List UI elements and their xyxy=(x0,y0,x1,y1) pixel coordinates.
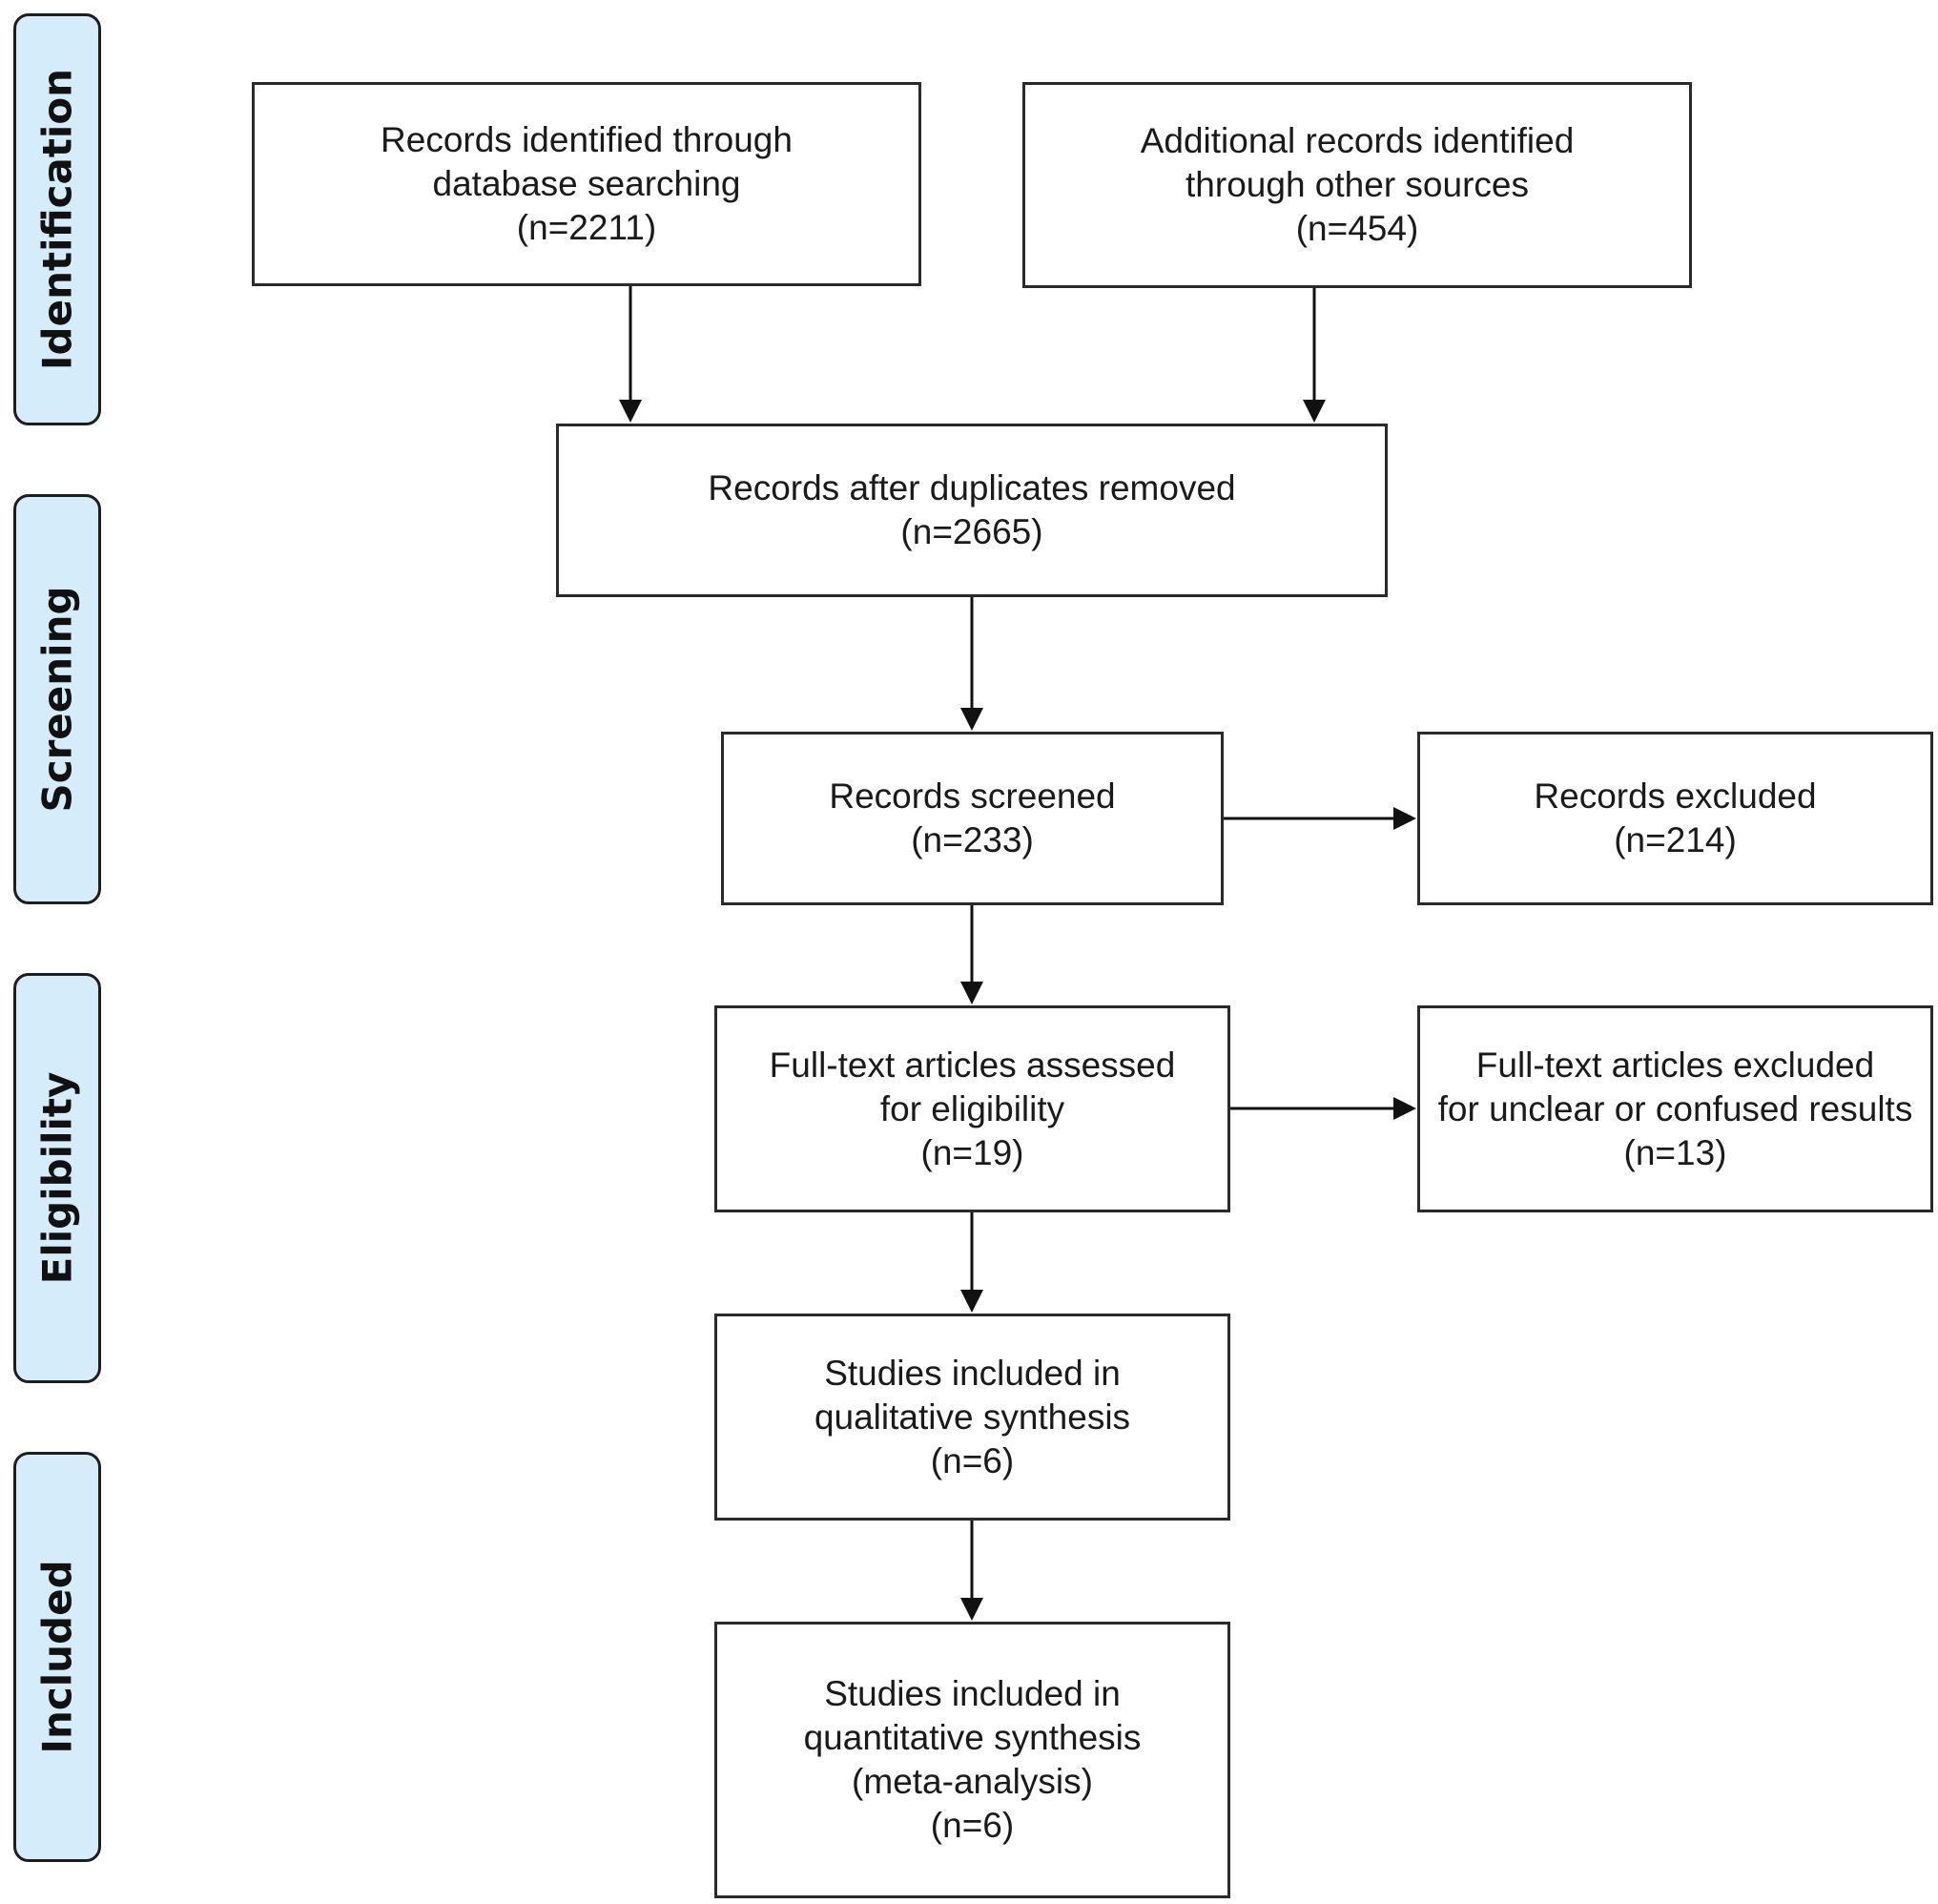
database-records-line1: Records identified through xyxy=(381,120,793,159)
full-text-assessed-line1: Full-text articles assessed xyxy=(769,1045,1176,1085)
stage-tab-identification: Identification xyxy=(13,13,101,425)
database-records-line2: database searching xyxy=(432,164,741,203)
records-excluded-line1: Records excluded xyxy=(1534,776,1817,816)
full-text-assessed-box: Full-text articles assessed for eligibil… xyxy=(714,1005,1230,1212)
records-screened-box: Records screened (n=233) xyxy=(721,732,1224,905)
stage-label-eligibility: Eligibility xyxy=(33,1071,81,1285)
other-sources-count: (n=454) xyxy=(1295,209,1419,248)
records-excluded-box: Records excluded (n=214) xyxy=(1417,732,1933,905)
full-text-excluded-line2: for unclear or confused results xyxy=(1437,1088,1913,1128)
full-text-excluded-box: Full-text articles excluded for unclear … xyxy=(1417,1005,1933,1212)
quantitative-synthesis-count: (n=6) xyxy=(930,1806,1015,1845)
after-duplicates-box: Records after duplicates removed (n=2665… xyxy=(556,424,1388,597)
stage-label-identification: Identification xyxy=(33,68,81,371)
records-screened-count: (n=233) xyxy=(911,820,1034,859)
other-sources-box: Additional records identified through ot… xyxy=(1022,82,1692,288)
quantitative-synthesis-line1: Studies included in xyxy=(824,1674,1121,1713)
stage-label-included: Included xyxy=(33,1560,81,1754)
database-records-count: (n=2211) xyxy=(516,208,657,247)
full-text-assessed-count: (n=19) xyxy=(920,1132,1024,1172)
qualitative-synthesis-line1: Studies included in xyxy=(824,1353,1121,1393)
other-sources-line1: Additional records identified xyxy=(1140,121,1575,160)
quantitative-synthesis-box: Studies included in quantitative synthes… xyxy=(714,1622,1230,1898)
records-screened-line1: Records screened xyxy=(829,776,1116,816)
qualitative-synthesis-count: (n=6) xyxy=(930,1440,1015,1480)
full-text-excluded-count: (n=13) xyxy=(1623,1132,1727,1172)
quantitative-synthesis-line2: quantitative synthesis xyxy=(803,1718,1142,1757)
stage-tab-screening: Screening xyxy=(13,494,101,904)
records-excluded-count: (n=214) xyxy=(1614,820,1737,859)
stage-tab-eligibility: Eligibility xyxy=(13,973,101,1383)
after-duplicates-count: (n=2665) xyxy=(900,512,1043,551)
full-text-assessed-line2: for eligibility xyxy=(879,1088,1065,1128)
database-records-box: Records identified through database sear… xyxy=(252,82,921,286)
other-sources-line2: through other sources xyxy=(1185,165,1529,204)
qualitative-synthesis-line2: qualitative synthesis xyxy=(814,1397,1131,1437)
qualitative-synthesis-box: Studies included in qualitative synthesi… xyxy=(714,1314,1230,1521)
stage-tab-included: Included xyxy=(13,1452,101,1862)
after-duplicates-line1: Records after duplicates removed xyxy=(708,468,1236,507)
quantitative-synthesis-line3: (meta-analysis) xyxy=(852,1762,1093,1801)
stage-label-screening: Screening xyxy=(33,586,81,813)
full-text-excluded-line1: Full-text articles excluded xyxy=(1475,1045,1875,1085)
